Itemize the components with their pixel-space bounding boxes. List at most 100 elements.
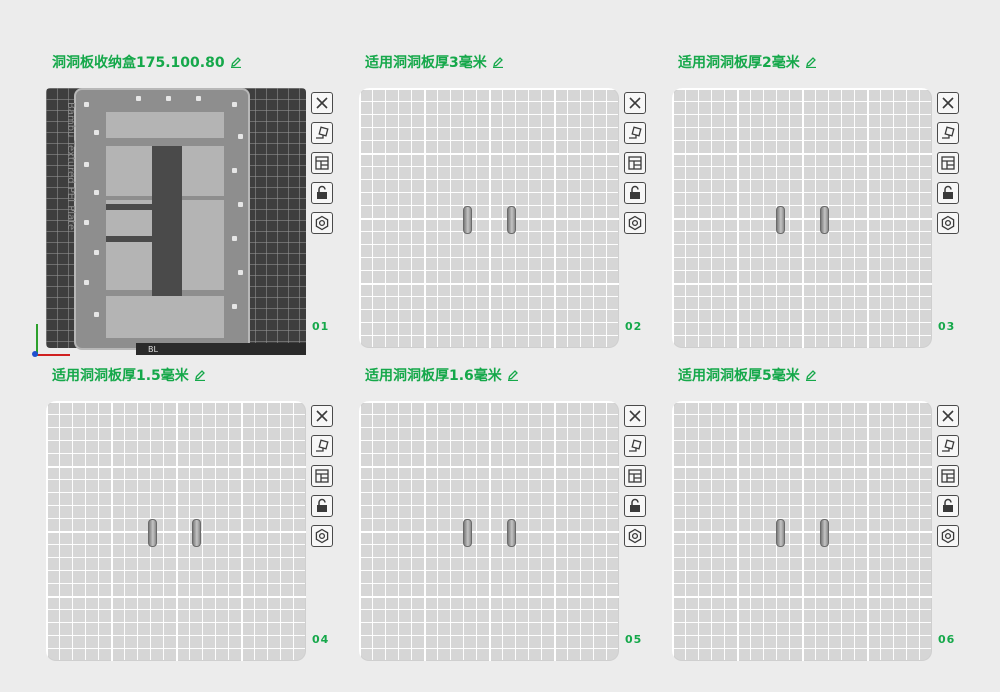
auto-orient-button[interactable] xyxy=(311,122,333,144)
peg-part[interactable] xyxy=(463,206,472,234)
lock-button[interactable] xyxy=(624,182,646,204)
settings-icon xyxy=(941,528,955,544)
bed-grid xyxy=(672,88,932,348)
plate-card-02[interactable]: 适用洞洞板厚3毫米 02 xyxy=(359,50,659,350)
plate-name: 适用洞洞板厚1.5毫米 xyxy=(52,368,189,384)
peg-hole xyxy=(84,220,89,225)
peg-hole xyxy=(94,190,99,195)
plate-number: 06 xyxy=(938,633,956,646)
lock-button[interactable] xyxy=(937,182,959,204)
lock-icon xyxy=(317,498,327,512)
peg-hole xyxy=(196,96,201,101)
plate-title[interactable]: 适用洞洞板厚2毫米 xyxy=(678,50,817,74)
close-icon xyxy=(629,410,641,422)
arrange-button[interactable] xyxy=(624,152,646,174)
plate-toolbar xyxy=(624,405,648,555)
edit-icon[interactable] xyxy=(805,56,817,68)
settings-button[interactable] xyxy=(624,212,646,234)
auto-orient-button[interactable] xyxy=(937,122,959,144)
peg-part[interactable] xyxy=(820,206,829,234)
edit-icon[interactable] xyxy=(507,369,519,381)
plate-title[interactable]: 适用洞洞板厚1.5毫米 xyxy=(52,363,206,387)
arrange-button[interactable] xyxy=(311,152,333,174)
plate-card-05[interactable]: 适用洞洞板厚1.6毫米 05 xyxy=(359,363,659,663)
close-button[interactable] xyxy=(937,405,959,427)
close-button[interactable] xyxy=(937,92,959,114)
plate-name: 适用洞洞板厚1.6毫米 xyxy=(365,368,502,384)
y-axis-indicator xyxy=(36,324,38,356)
auto-orient-button[interactable] xyxy=(624,122,646,144)
plate-card-01[interactable]: 洞洞板收纳盒175.100.80 xyxy=(32,50,346,357)
peg-part[interactable] xyxy=(148,519,157,547)
settings-button[interactable] xyxy=(937,212,959,234)
arrange-button[interactable] xyxy=(624,465,646,487)
peg-part[interactable] xyxy=(776,519,785,547)
peg-part[interactable] xyxy=(463,519,472,547)
peg-hole xyxy=(136,96,141,101)
auto-orient-button[interactable] xyxy=(937,435,959,457)
plate-title[interactable]: 适用洞洞板厚3毫米 xyxy=(365,50,504,74)
peg-part[interactable] xyxy=(192,519,201,547)
plate-footer: BL xyxy=(136,343,306,355)
plate-title[interactable]: 适用洞洞板厚1.6毫米 xyxy=(365,363,519,387)
close-icon xyxy=(316,97,328,109)
lock-button[interactable] xyxy=(937,495,959,517)
arrange-icon xyxy=(315,156,329,170)
arrange-icon xyxy=(628,469,642,483)
smooth-pei-plate[interactable] xyxy=(672,401,932,661)
storage-box-model[interactable] xyxy=(74,88,250,350)
lock-button[interactable] xyxy=(311,495,333,517)
auto-orient-button[interactable] xyxy=(624,435,646,457)
textured-pei-plate[interactable]: Bambu Textured PEI Plate BL xyxy=(32,88,306,357)
smooth-pei-plate[interactable] xyxy=(359,401,619,661)
plate-name: 适用洞洞板厚5毫米 xyxy=(678,368,800,384)
arrange-icon xyxy=(941,469,955,483)
box-divider xyxy=(106,236,152,242)
close-icon xyxy=(942,97,954,109)
plate-name: 适用洞洞板厚2毫米 xyxy=(678,55,800,71)
arrange-button[interactable] xyxy=(311,465,333,487)
smooth-pei-plate[interactable] xyxy=(672,88,932,348)
smooth-pei-plate[interactable] xyxy=(46,401,306,661)
peg-part[interactable] xyxy=(820,519,829,547)
smooth-pei-plate[interactable] xyxy=(359,88,619,348)
arrange-button[interactable] xyxy=(937,152,959,174)
peg-part[interactable] xyxy=(776,206,785,234)
plate-toolbar xyxy=(311,405,335,555)
peg-part[interactable] xyxy=(507,206,516,234)
settings-icon xyxy=(628,215,642,231)
edit-icon[interactable] xyxy=(805,369,817,381)
peg-hole xyxy=(232,102,237,107)
plate-card-04[interactable]: 适用洞洞板厚1.5毫米 04 xyxy=(46,363,346,663)
peg-hole xyxy=(238,202,243,207)
settings-button[interactable] xyxy=(937,525,959,547)
plate-title[interactable]: 适用洞洞板厚5毫米 xyxy=(678,363,817,387)
plate-card-06[interactable]: 适用洞洞板厚5毫米 06 xyxy=(672,363,972,663)
auto-orient-button[interactable] xyxy=(311,435,333,457)
lock-button[interactable] xyxy=(311,182,333,204)
edit-icon[interactable] xyxy=(230,56,242,68)
peg-part[interactable] xyxy=(507,519,516,547)
plate-number: 03 xyxy=(938,320,956,333)
box-shelf xyxy=(106,112,224,138)
close-button[interactable] xyxy=(624,405,646,427)
edit-icon[interactable] xyxy=(492,56,504,68)
settings-button[interactable] xyxy=(311,212,333,234)
settings-button[interactable] xyxy=(311,525,333,547)
lock-icon xyxy=(943,498,953,512)
plate-toolbar xyxy=(937,405,961,555)
edit-icon[interactable] xyxy=(194,369,206,381)
close-button[interactable] xyxy=(311,405,333,427)
plate-card-03[interactable]: 适用洞洞板厚2毫米 03 xyxy=(672,50,972,350)
settings-icon xyxy=(628,528,642,544)
peg-hole xyxy=(94,130,99,135)
arrange-button[interactable] xyxy=(937,465,959,487)
close-button[interactable] xyxy=(624,92,646,114)
plate-title[interactable]: 洞洞板收纳盒175.100.80 xyxy=(52,50,242,74)
z-axis-indicator xyxy=(32,351,38,357)
settings-button[interactable] xyxy=(624,525,646,547)
lock-button[interactable] xyxy=(624,495,646,517)
close-button[interactable] xyxy=(311,92,333,114)
peg-hole xyxy=(94,312,99,317)
close-icon xyxy=(942,410,954,422)
